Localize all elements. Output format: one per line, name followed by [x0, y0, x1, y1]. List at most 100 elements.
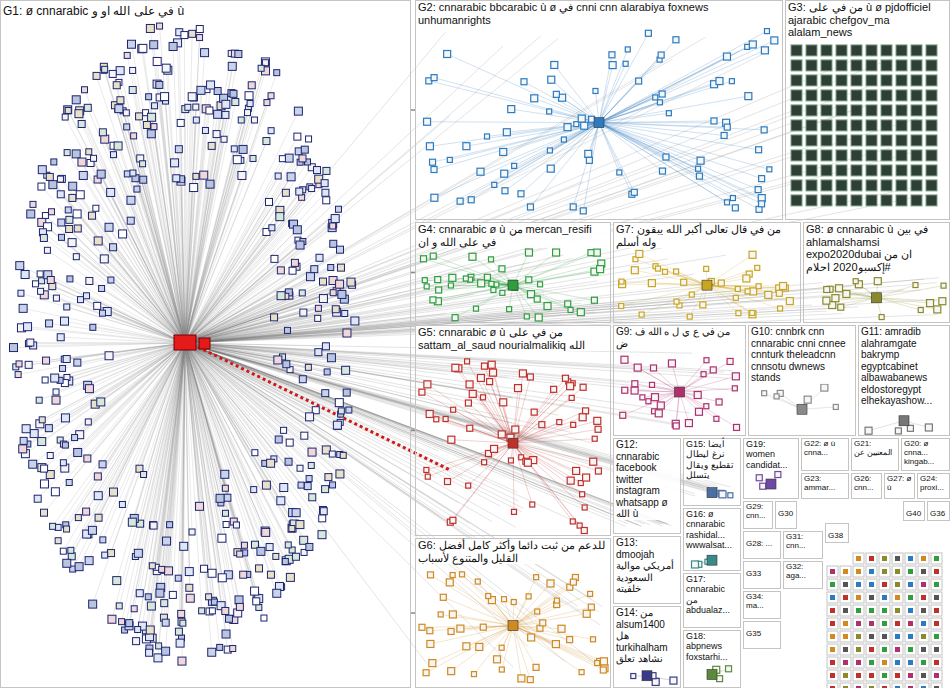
vertex-mark: [467, 425, 473, 431]
vertex-mark: [756, 284, 761, 289]
edge-line: [599, 94, 662, 123]
edge-line: [599, 121, 714, 123]
vertex-mark: [527, 374, 533, 380]
vertex-mark: [167, 522, 173, 528]
edge-line: [841, 298, 877, 307]
vertex-mark: [508, 438, 518, 448]
vertex-mark: [710, 367, 716, 373]
edge-line: [621, 285, 707, 306]
vertex-mark: [329, 451, 335, 457]
vertex-mark: [743, 275, 750, 282]
vertex-mark: [294, 133, 301, 140]
vertex-mark: [100, 255, 108, 263]
edge-line: [185, 343, 671, 526]
edge-line: [513, 443, 582, 494]
vertex-mark: [438, 612, 443, 617]
edge-line: [599, 123, 769, 170]
vertex-mark: [276, 213, 284, 221]
edge-line: [623, 392, 680, 415]
edge-line: [150, 28, 185, 343]
vertex-mark: [175, 575, 181, 581]
vertex-mark: [463, 643, 470, 650]
edge-line: [154, 343, 185, 526]
vertex-mark: [466, 381, 473, 388]
vertex-mark: [185, 104, 191, 110]
vertex-mark: [595, 426, 601, 432]
vertex-mark: [267, 571, 274, 578]
edge-line: [127, 55, 185, 343]
vertex-mark: [865, 427, 872, 434]
vertex-mark: [488, 257, 493, 262]
edge-line: [185, 343, 325, 489]
edge-line: [176, 178, 185, 343]
vertex-mark: [674, 269, 679, 274]
vertex-mark: [689, 292, 694, 297]
edge-line: [87, 343, 185, 534]
edge-line: [599, 123, 632, 195]
vertex-mark: [85, 419, 91, 425]
vertex-mark: [58, 219, 65, 226]
vertex-mark: [66, 480, 72, 486]
vertex-mark: [512, 509, 517, 514]
edge-line: [450, 443, 513, 522]
edge-line: [447, 54, 599, 123]
vertex-mark: [297, 465, 303, 471]
vertex-mark: [85, 385, 93, 393]
vertex-mark: [274, 70, 280, 76]
vertex-mark: [704, 266, 709, 271]
vertex-mark: [634, 364, 641, 371]
edge-line: [67, 343, 185, 563]
vertex-mark: [269, 225, 275, 231]
vertex-mark: [425, 474, 430, 479]
vertex-mark: [823, 297, 830, 304]
edge-line: [513, 626, 593, 640]
edge-line: [599, 123, 662, 171]
vertex-mark: [289, 526, 295, 532]
vertex-mark: [567, 383, 574, 390]
edge-line: [185, 59, 672, 343]
vertex-mark: [156, 643, 162, 649]
vertex-mark: [306, 413, 314, 421]
vertex-mark: [645, 30, 651, 36]
edge-line: [21, 293, 185, 343]
vertex-mark: [173, 175, 180, 182]
edge-line: [173, 343, 185, 595]
vertex-mark: [494, 282, 499, 287]
edge-line: [42, 343, 185, 468]
edge-line: [185, 343, 665, 524]
vertex-mark: [69, 194, 76, 201]
vertex-mark: [153, 57, 161, 65]
vertex-mark: [68, 239, 76, 247]
edge-line: [513, 443, 598, 471]
edge-line: [185, 52, 739, 343]
edge-line: [185, 38, 200, 343]
vertex-mark: [268, 128, 274, 134]
edge-line: [652, 283, 707, 285]
vertex-mark: [282, 189, 289, 196]
vertex-mark: [843, 290, 850, 297]
vertex-mark: [797, 404, 807, 414]
vertex-mark: [342, 310, 348, 316]
edge-line: [52, 286, 185, 343]
edge-line: [185, 343, 212, 573]
vertex-mark: [732, 373, 739, 380]
vertex-mark: [277, 497, 285, 505]
vertex-mark: [696, 166, 701, 171]
vertex-mark: [89, 212, 96, 219]
vertex-mark: [673, 37, 679, 43]
edge-line: [185, 343, 565, 662]
vertex-mark: [591, 637, 596, 642]
vertex-mark: [631, 267, 638, 274]
vertex-mark: [74, 448, 82, 456]
vertex-mark: [527, 677, 533, 683]
vertex-mark: [193, 173, 199, 179]
vertex-mark: [146, 94, 152, 100]
vertex-mark: [27, 339, 34, 346]
edge-line: [185, 343, 233, 649]
vertex-mark: [553, 249, 560, 256]
vertex-mark: [214, 110, 222, 118]
vertex-mark: [61, 414, 69, 422]
vertex-mark: [108, 550, 115, 557]
vertex-mark: [436, 287, 442, 293]
vertex-mark: [105, 223, 113, 231]
